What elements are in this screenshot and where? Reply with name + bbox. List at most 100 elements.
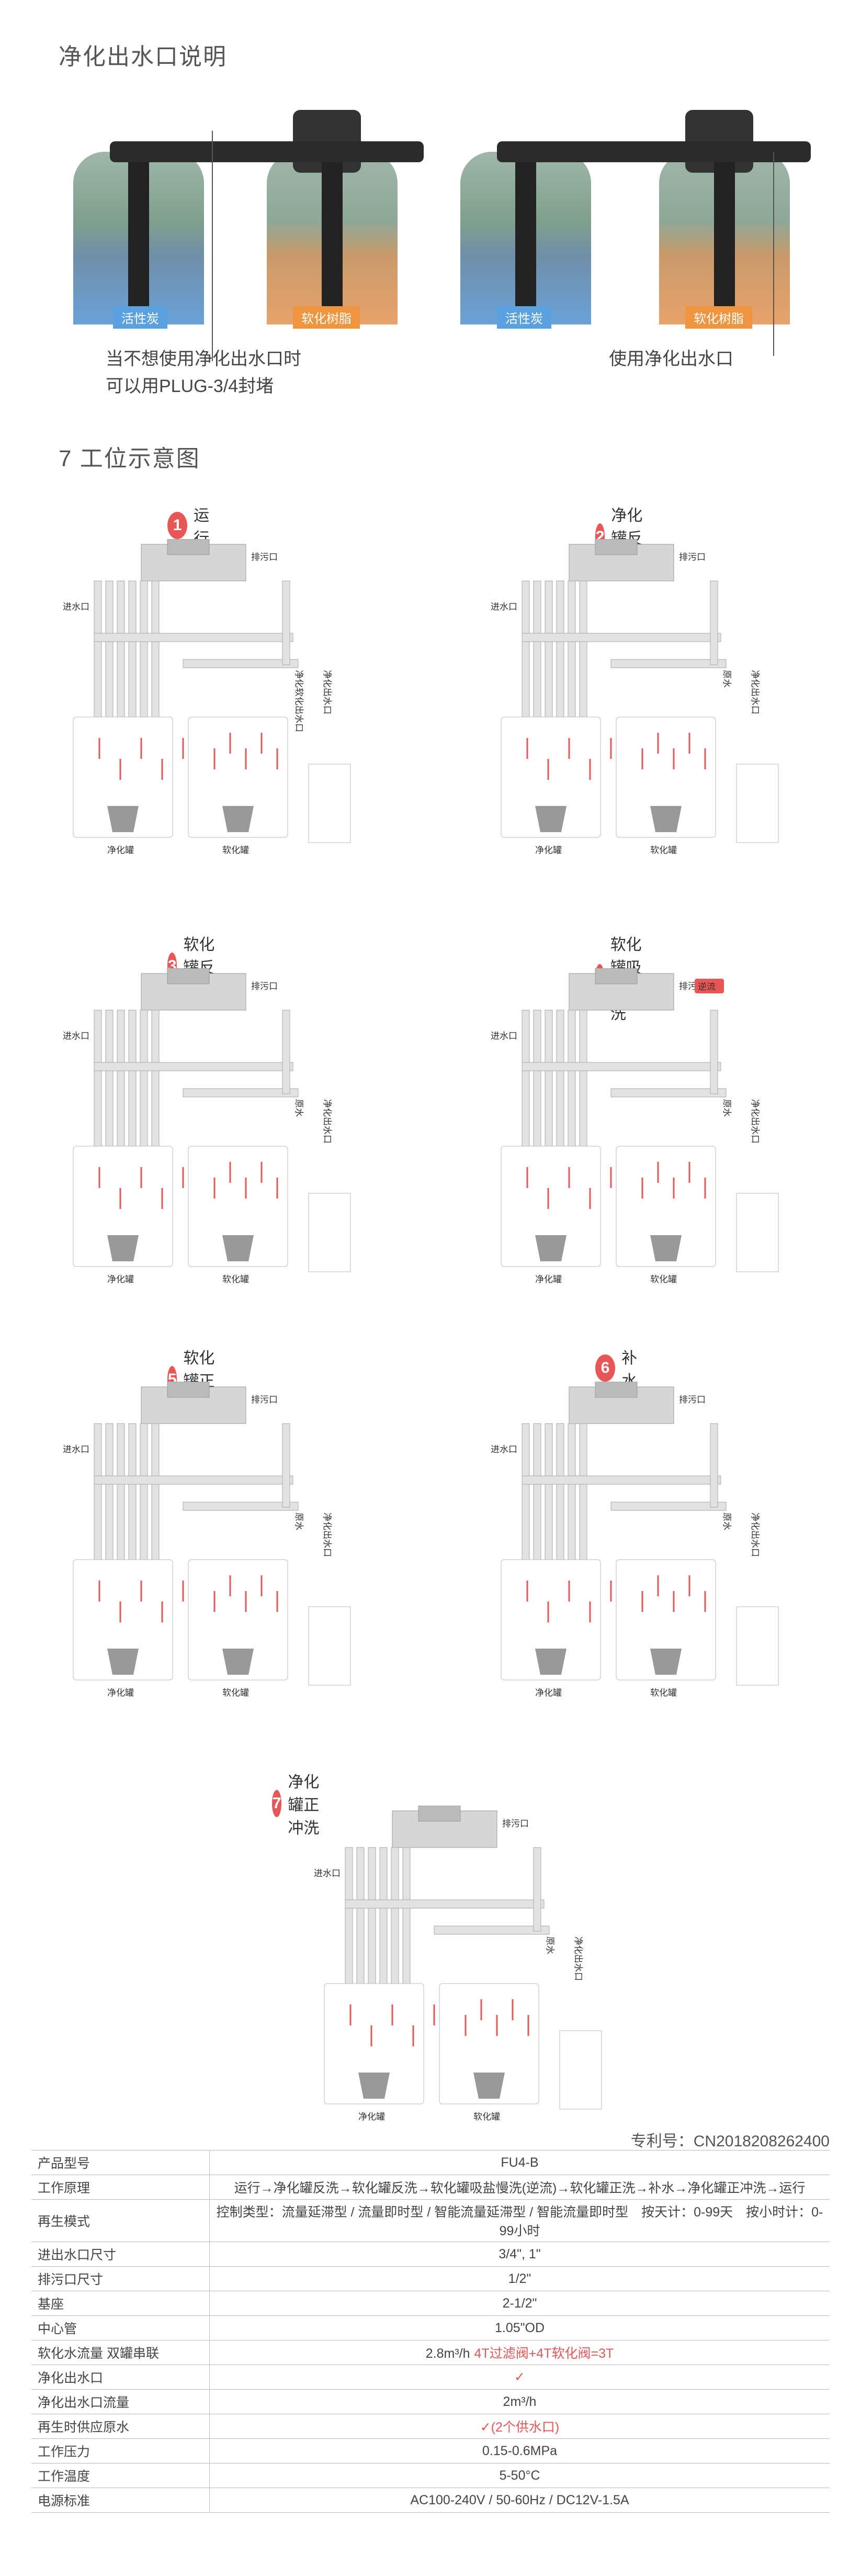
spec-value: 控制类型：流量延滞型 / 流量即时型 / 智能流量延滞型 / 智能流量即时型 按… <box>209 2199 830 2242</box>
pipe <box>522 580 530 718</box>
distributor-icon <box>650 806 682 832</box>
pipe-horizontal <box>183 1088 299 1097</box>
pipe <box>151 1423 160 1560</box>
label-purified-outlet: 净化出水口 <box>322 1513 332 1557</box>
pipe <box>568 1423 576 1560</box>
pipe <box>556 1423 564 1560</box>
pipe-horizontal <box>183 1502 299 1511</box>
spec-key: 再生时供应原水 <box>31 2414 210 2439</box>
label-drain: 排污口 <box>251 981 278 991</box>
pipe <box>522 1010 530 1147</box>
pipe <box>94 1423 102 1560</box>
valve-top <box>595 539 638 555</box>
pipe-outlet <box>282 1010 290 1094</box>
pipe <box>545 580 553 718</box>
tank-soft <box>616 1559 716 1681</box>
product-image-right: 活性炭 软化树脂 <box>460 110 826 330</box>
spec-value-text: 2m³/h <box>503 2394 537 2409</box>
tank-soft <box>616 1146 716 1267</box>
pipe-horizontal <box>94 1062 293 1071</box>
center-tube-right <box>322 162 343 314</box>
center-tube-right <box>714 162 735 314</box>
brine-tank <box>559 2030 602 2110</box>
pipe <box>151 1010 160 1147</box>
label-purified-outlet: 净化出水口 <box>573 1936 583 1981</box>
valve-top <box>418 1806 461 1822</box>
spec-row: 工作原理运行→净化罐反洗→软化罐反洗→软化罐吸盐慢洗(逆流)→软化罐正洗→补水→… <box>31 2175 830 2200</box>
label-tank-purify: 净化罐 <box>535 1274 562 1284</box>
spec-key: 中心管 <box>31 2315 210 2340</box>
pipe <box>533 580 541 718</box>
valve-top <box>167 1382 210 1398</box>
distributor-icon <box>222 806 254 832</box>
pipe <box>402 1847 411 1984</box>
label-inlet: 进水口 <box>491 1444 517 1454</box>
spec-key: 进出水口尺寸 <box>31 2242 210 2267</box>
spec-value: 2-1/2" <box>209 2291 830 2316</box>
brine-tank <box>308 1606 351 1686</box>
spec-value-text: 1.05"OD <box>494 2320 545 2335</box>
tank-purify <box>501 1146 601 1267</box>
spec-value: FU4-B <box>209 2150 830 2175</box>
label-tank-soft: 软化罐 <box>222 1274 249 1284</box>
pipe <box>368 1847 376 1984</box>
pipe-outlet <box>710 1423 718 1508</box>
distributor-icon <box>650 1649 682 1675</box>
spec-row: 再生时供应原水✓(2个供水口) <box>31 2414 830 2439</box>
right-note: 使用净化出水口 <box>609 349 733 369</box>
spec-row: 再生模式控制类型：流量延滞型 / 流量即时型 / 智能流量延滞型 / 智能流量即… <box>31 2199 830 2242</box>
label-purified-outlet: 净化出水口 <box>322 1099 332 1144</box>
label-tank-purify: 净化罐 <box>107 845 134 855</box>
pipe <box>128 580 137 718</box>
label-tank-soft: 软化罐 <box>650 1274 677 1284</box>
pipe-horizontal <box>183 659 299 668</box>
pipe <box>533 1423 541 1560</box>
label-tank-purify: 净化罐 <box>107 1274 134 1284</box>
patent-number: 专利号：CN2018208262400 <box>630 2133 830 2150</box>
spec-row: 净化出水口✓ <box>31 2365 830 2390</box>
label-inlet: 进水口 <box>491 1031 517 1041</box>
spec-key: 排污口尺寸 <box>31 2266 210 2291</box>
label-tank-soft: 软化罐 <box>473 2112 500 2122</box>
pipe <box>391 1847 399 1984</box>
label-side-outlet: 原水 <box>722 670 732 688</box>
spec-value: 5-50°C <box>209 2463 830 2488</box>
tank-purify <box>501 1559 601 1681</box>
valve-top <box>167 968 210 984</box>
pipe <box>545 1423 553 1560</box>
pipe-horizontal <box>94 633 293 642</box>
pipe <box>545 1010 553 1147</box>
spec-value: 3/4", 1" <box>209 2242 830 2267</box>
label-tank-soft: 软化罐 <box>222 1688 249 1698</box>
pipe <box>533 1010 541 1147</box>
label-drain: 排污口 <box>679 552 706 562</box>
spec-value-highlight: 4T过滤阀+4T软化阀=3T <box>474 2346 614 2361</box>
connecting-pipe <box>110 141 424 162</box>
spec-value-text: 运行→净化罐反洗→软化罐反洗→软化罐吸盐慢洗(逆流)→软化罐正洗→补水→净化罐正… <box>234 2181 806 2196</box>
spec-key: 工作压力 <box>31 2438 210 2463</box>
pipe <box>579 1010 587 1147</box>
label-side-outlet: 原水 <box>294 1099 304 1117</box>
section-title-positions: 7 工位示意图 <box>59 446 200 472</box>
spec-value-text: ✓ <box>514 2370 525 2384</box>
pipe <box>128 1423 137 1560</box>
tank-soft <box>188 716 288 838</box>
pipe <box>117 1423 125 1560</box>
label-side-outlet: 原水 <box>545 1936 555 1954</box>
spec-value: 1/2" <box>209 2266 830 2291</box>
step-number-badge: 1 <box>167 512 188 539</box>
pipe <box>94 580 102 718</box>
brine-tank <box>308 1193 351 1272</box>
pipe-horizontal <box>94 1475 293 1485</box>
left-note-line1: 当不想使用净化出水口时 <box>106 349 301 369</box>
pipe <box>522 1423 530 1560</box>
label-inlet: 进水口 <box>491 602 517 612</box>
flow-schematic: 排污口进水口净化罐软化罐原水净化出水口 <box>491 1382 779 1698</box>
spec-key: 再生模式 <box>31 2199 210 2242</box>
distributor-icon <box>222 1235 254 1261</box>
tank-purify <box>73 716 173 838</box>
